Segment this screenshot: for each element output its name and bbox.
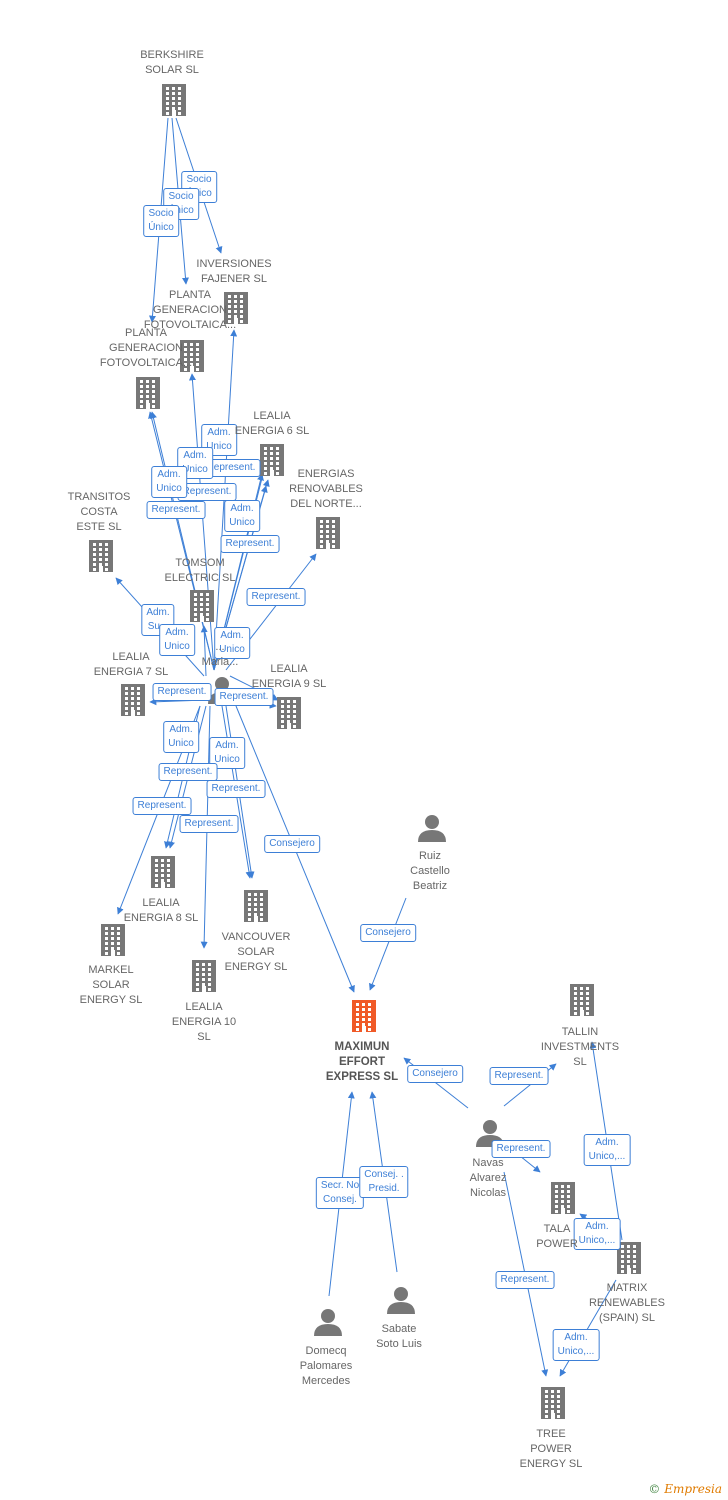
node-label-ruiz[interactable]: Ruiz Castello Beatriz [410, 850, 450, 892]
node-label-lealia6[interactable]: LEALIA ENERGIA 6 SL [234, 410, 310, 437]
copyright-symbol: © [648, 1482, 661, 1496]
edge-label[interactable]: Represent. [220, 535, 280, 553]
node-label-person_maria[interactable]: ... Maria... [201, 641, 239, 668]
company-building-icon[interactable] [316, 517, 340, 549]
edge-label[interactable]: Adm. Unico,... [583, 1134, 631, 1166]
company-building-icon[interactable] [121, 684, 145, 716]
company-building-icon[interactable] [551, 1182, 575, 1214]
person-icon[interactable] [314, 1309, 342, 1336]
edge-label[interactable]: Represent. [214, 688, 274, 706]
node-label-tree[interactable]: TREE POWER ENERGY SL [519, 1428, 583, 1470]
node-label-lealia7[interactable]: LEALIA ENERGIA 7 SL [93, 651, 169, 678]
node-label-sabate[interactable]: Sabate Soto Luis [376, 1323, 422, 1350]
node-label-domecq[interactable]: Domecq Palomares Mercedes [299, 1345, 353, 1387]
node-label-lealia9[interactable]: LEALIA ENERGIA 9 SL [251, 663, 327, 690]
edge-label[interactable]: Adm. Unico,... [552, 1329, 600, 1361]
edge-label[interactable]: Represent. [489, 1067, 549, 1085]
edge-label[interactable]: Represent. [177, 483, 237, 501]
company-building-icon[interactable] [151, 856, 175, 888]
node-label-vancouver[interactable]: VANCOUVER SOLAR ENERGY SL [221, 931, 291, 973]
node-label-tala[interactable]: TALA POWER [536, 1223, 578, 1250]
node-label-lealia10[interactable]: LEALIA ENERGIA 10 SL [171, 1001, 237, 1043]
main-company-icon[interactable] [352, 1000, 376, 1032]
company-building-icon[interactable] [101, 924, 125, 956]
node-label-markel[interactable]: MARKEL SOLAR ENERGY SL [79, 964, 143, 1006]
edge-label[interactable]: Represent. [146, 501, 206, 519]
edge-label[interactable]: Adm. Unico,... [573, 1218, 621, 1250]
node-label-energias[interactable]: ENERGIAS RENOVABLES DEL NORTE... [289, 468, 363, 510]
edge-label[interactable]: Consejero [360, 924, 416, 942]
edge-label[interactable]: Consej. . Presid. [359, 1166, 409, 1198]
node-label-tallin[interactable]: TALLIN INVESTMENTS SL [540, 1026, 620, 1068]
company-building-icon[interactable] [570, 984, 594, 1016]
edge-label[interactable]: Represent. [152, 683, 212, 701]
node-label-berkshire[interactable]: BERKSHIRE SOLAR SL [140, 49, 204, 76]
company-building-icon[interactable] [224, 292, 248, 324]
company-building-icon[interactable] [162, 84, 186, 116]
company-building-icon[interactable] [277, 697, 301, 729]
edge-label[interactable]: Socio Único [143, 205, 179, 237]
node-label-maximun[interactable]: MAXIMUN EFFORT EXPRESS SL [325, 1041, 399, 1083]
edge-ruiz-to-maximun [369, 897, 407, 991]
node-label-inversiones[interactable]: INVERSIONES FAJENER SL [196, 258, 272, 285]
edge-label[interactable]: Represent. [206, 780, 266, 798]
copyright-notice: © Empresia [648, 1482, 722, 1496]
edge-label[interactable]: Represent. [491, 1140, 551, 1158]
company-building-icon[interactable] [260, 444, 284, 476]
person-icon[interactable] [387, 1287, 415, 1314]
person-icon[interactable] [418, 815, 446, 842]
company-building-icon[interactable] [180, 340, 204, 372]
edge-label[interactable]: Adm. Unico [177, 447, 213, 479]
edge-label[interactable]: Adm. Unico [214, 627, 250, 659]
edge-label[interactable]: Adm. Unico [151, 466, 187, 498]
edge-label[interactable]: Adm. Unico [224, 500, 260, 532]
company-building-icon[interactable] [541, 1387, 565, 1419]
edge-label[interactable]: Represent. [246, 588, 306, 606]
edge-label[interactable]: Adm. Unico [163, 721, 199, 753]
edge-label[interactable]: Consejero [407, 1065, 463, 1083]
edge-label[interactable]: Adm. Unico [159, 624, 195, 656]
brand-logo-text: Empresia [664, 1482, 722, 1496]
edge-label[interactable]: Represent. [132, 797, 192, 815]
edge-label[interactable]: Consejero [264, 835, 320, 853]
node-label-planta2[interactable]: PLANTA GENERACION FOTOVOLTAICA... [99, 327, 193, 369]
company-building-icon[interactable] [617, 1242, 641, 1274]
node-label-transitos[interactable]: TRANSITOS COSTA ESTE SL [67, 491, 131, 533]
edge-person_maria-to-tomsom [200, 625, 208, 677]
node-label-navas[interactable]: Navas Alvarez Nicolas [469, 1157, 507, 1199]
edge-label[interactable]: Represent. [179, 815, 239, 833]
company-building-icon[interactable] [244, 890, 268, 922]
node-label-planta1[interactable]: PLANTA GENERACION FOTOVOLTAICA... [143, 289, 237, 331]
company-building-icon[interactable] [192, 960, 216, 992]
company-building-icon[interactable] [89, 540, 113, 572]
node-label-tomsom[interactable]: TOMSOM ELECTRIC SL [164, 557, 236, 584]
edge-label[interactable]: Secr. No Consej. [315, 1177, 365, 1209]
company-building-icon[interactable] [190, 590, 214, 622]
node-label-matrix[interactable]: MATRIX RENEWABLES (SPAIN) SL [588, 1282, 665, 1324]
edge-label[interactable]: Adm. Unico [209, 737, 245, 769]
node-label-lealia8[interactable]: LEALIA ENERGIA 8 SL [123, 897, 199, 924]
edge-label[interactable]: Represent. [158, 763, 218, 781]
company-building-icon[interactable] [136, 377, 160, 409]
edge-label[interactable]: Represent. [495, 1271, 555, 1289]
